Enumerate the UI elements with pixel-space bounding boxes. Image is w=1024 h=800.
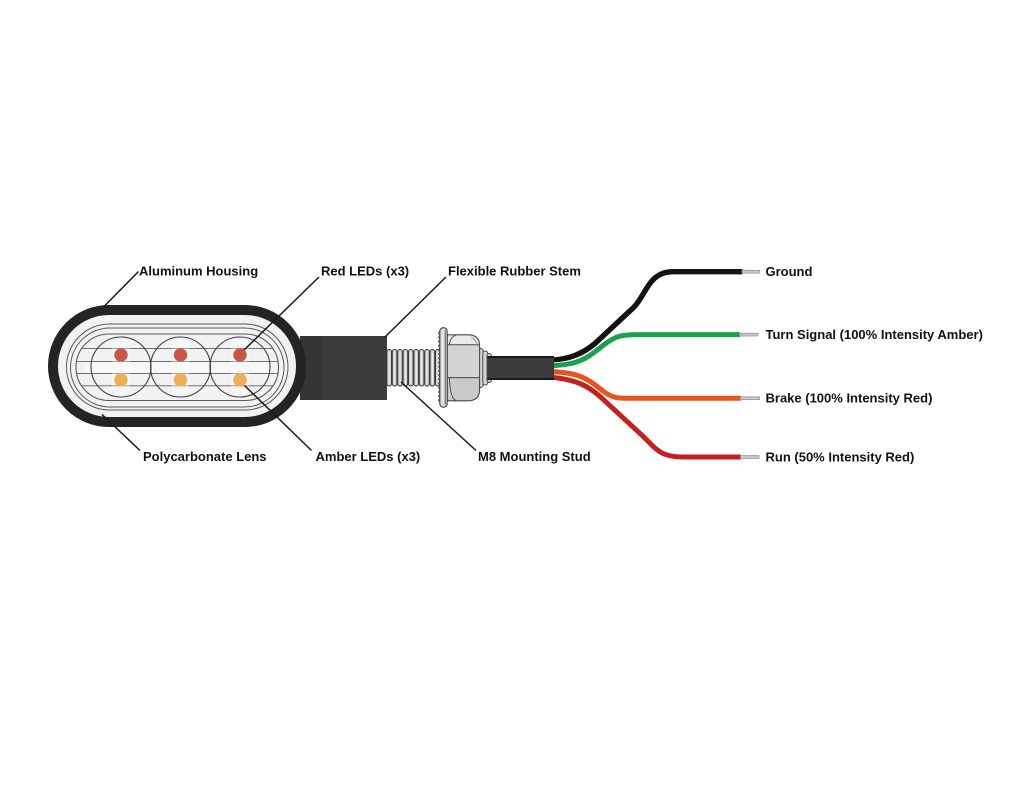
svg-text:Amber LEDs (x3): Amber LEDs (x3) xyxy=(316,449,421,464)
svg-text:Aluminum Housing: Aluminum Housing xyxy=(139,264,258,279)
svg-text:Ground: Ground xyxy=(766,264,813,279)
svg-text:Run (50% Intensity Red): Run (50% Intensity Red) xyxy=(766,450,915,465)
svg-text:Polycarbonate Lens: Polycarbonate Lens xyxy=(143,449,267,464)
svg-text:Turn Signal (100% Intensity Am: Turn Signal (100% Intensity Amber) xyxy=(766,327,983,342)
svg-text:Red LEDs (x3): Red LEDs (x3) xyxy=(321,264,409,279)
svg-text:Flexible Rubber Stem: Flexible Rubber Stem xyxy=(448,264,581,279)
svg-text:M8 Mounting Stud: M8 Mounting Stud xyxy=(478,449,591,464)
svg-text:Brake (100% Intensity Red): Brake (100% Intensity Red) xyxy=(766,391,933,406)
